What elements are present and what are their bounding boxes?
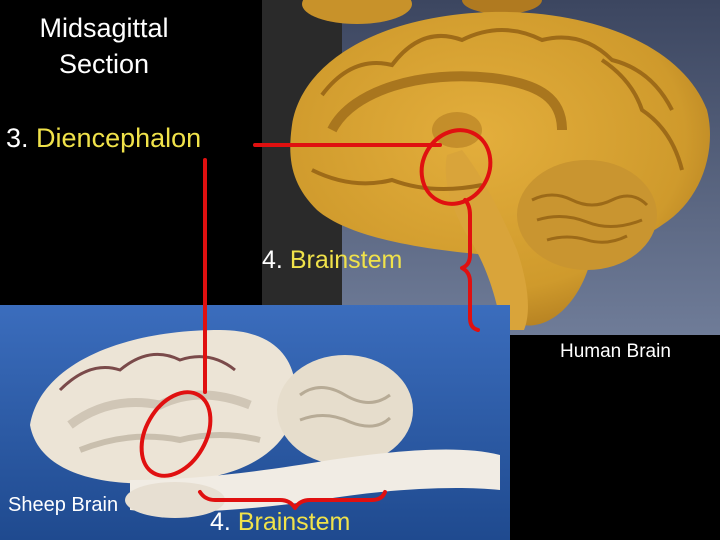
label-brainstem-human-number: 4. [262,246,283,274]
slide-title: Midsagittal Section [14,10,194,82]
label-diencephalon: 3. Diencephalon [6,125,201,152]
caption-sheep-brain: Sheep Brain [8,494,119,516]
label-diencephalon-text: Diencephalon [36,123,202,153]
title-line-2: Section [58,49,150,79]
human-brain-illustration [262,0,720,335]
label-brainstem-sheep-number: 4. [210,508,231,536]
title-line-1: Midsagittal [39,13,169,43]
label-brainstem-sheep-text: Brainstem [237,508,351,536]
label-brainstem-human-text: Brainstem [289,246,403,274]
human-brain-photo [262,0,720,335]
label-brainstem-human: 4. Brainstem [262,248,402,273]
label-diencephalon-number: 3. [6,123,29,153]
label-brainstem-sheep: 4. Brainstem [210,510,350,535]
caption-human-brain: Human Brain [560,341,671,362]
